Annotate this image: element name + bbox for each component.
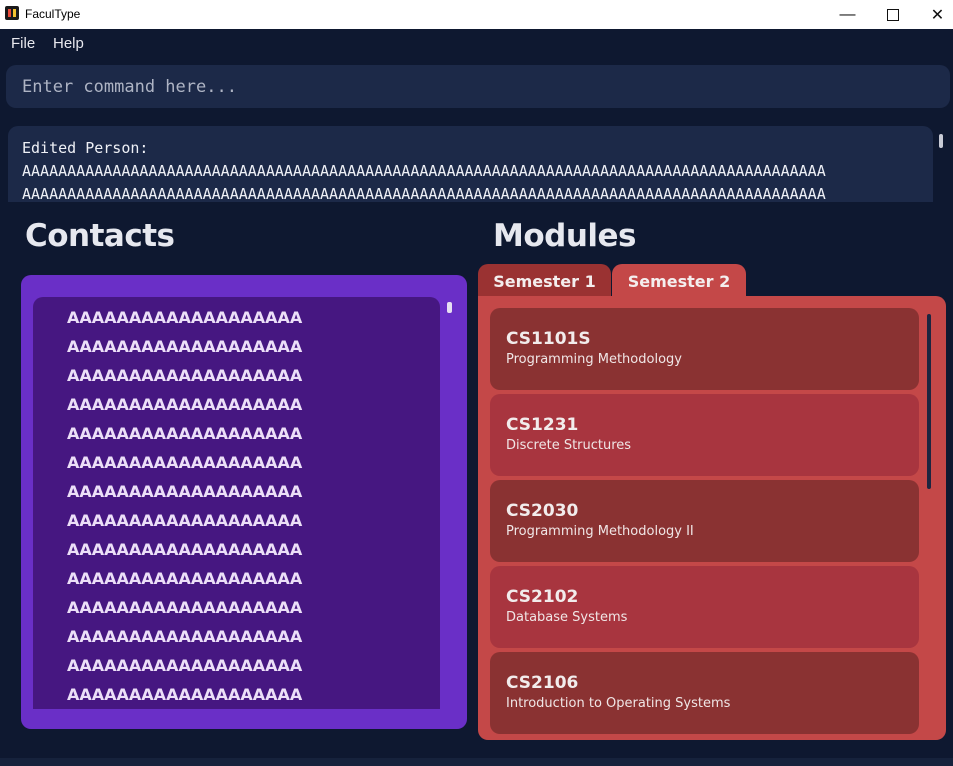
contact-list-item[interactable]: AAAAAAAAAAAAAAAAAAA — [67, 656, 303, 675]
minimize-button[interactable]: — — [839, 5, 856, 23]
module-code: CS2030 — [506, 501, 579, 521]
module-name: Programming Methodology II — [506, 524, 694, 539]
module-name: Programming Methodology — [506, 352, 682, 367]
menu-bar: File Help — [0, 29, 953, 59]
contact-list-item[interactable]: AAAAAAAAAAAAAAAAAAA — [67, 453, 303, 472]
module-code: CS2106 — [506, 673, 579, 693]
module-name: Introduction to Operating Systems — [506, 696, 731, 711]
contact-list-item[interactable]: AAAAAAAAAAAAAAAAAAA — [67, 366, 303, 385]
contact-list-item[interactable]: AAAAAAAAAAAAAAAAAAA — [67, 569, 303, 588]
menu-file[interactable]: File — [11, 35, 36, 52]
maximize-button[interactable] — [870, 0, 915, 29]
module-name: Discrete Structures — [506, 438, 632, 453]
command-input[interactable] — [6, 65, 950, 108]
contact-list-item[interactable]: AAAAAAAAAAAAAAAAAAA — [67, 627, 303, 646]
modules-scrollbar[interactable] — [927, 314, 931, 489]
maximize-icon — [886, 8, 899, 21]
contact-list-item[interactable]: AAAAAAAAAAAAAAAAAAA — [67, 511, 303, 530]
modules-title: Modules — [493, 218, 637, 254]
contacts-list: AAAAAAAAAAAAAAAAAAA AAAAAAAAAAAAAAAAAAA AA… — [33, 297, 440, 709]
contact-list-item[interactable]: AAAAAAAAAAAAAAAAAAA — [67, 685, 303, 704]
contact-list-item[interactable]: AAAAAAAAAAAAAAAAAAA — [67, 598, 303, 617]
app-logo-icon — [5, 6, 19, 20]
contacts-scrollbar[interactable] — [447, 302, 452, 313]
tab-semester-1[interactable]: Semester 1 — [478, 264, 611, 298]
module-code: CS1231 — [506, 415, 579, 435]
contacts-title: Contacts — [25, 218, 175, 254]
contact-list-item[interactable]: AAAAAAAAAAAAAAAAAAA — [67, 337, 303, 356]
module-code: CS1101S — [506, 329, 591, 349]
result-scrollbar[interactable] — [939, 134, 943, 148]
contact-list-item[interactable]: AAAAAAAAAAAAAAAAAAA — [67, 424, 303, 443]
module-code: CS2102 — [506, 587, 579, 607]
contact-list-item[interactable]: AAAAAAAAAAAAAAAAAAA — [67, 482, 303, 501]
window-title: FaculType — [25, 7, 81, 21]
contacts-panel: AAAAAAAAAAAAAAAAAAA AAAAAAAAAAAAAAAAAAA AA… — [21, 275, 467, 729]
result-display: Edited Person: AAAAAAAAAAAAAAAAAAAAAAAAA… — [8, 126, 933, 202]
menu-help[interactable]: Help — [53, 35, 84, 52]
contact-list-item[interactable]: AAAAAAAAAAAAAAAAAAA — [67, 308, 303, 327]
contact-list-item[interactable]: AAAAAAAAAAAAAAAAAAA — [67, 395, 303, 414]
contact-list-item[interactable]: AAAAAAAAAAAAAAAAAAA — [67, 540, 303, 559]
title-bar: FaculType — ✕ — [0, 0, 953, 29]
status-bar — [0, 758, 953, 766]
module-card[interactable]: CS1101S Programming Methodology — [490, 308, 919, 390]
close-button[interactable]: ✕ — [930, 6, 945, 24]
tab-semester-2[interactable]: Semester 2 — [612, 264, 746, 298]
module-name: Database Systems — [506, 610, 628, 625]
